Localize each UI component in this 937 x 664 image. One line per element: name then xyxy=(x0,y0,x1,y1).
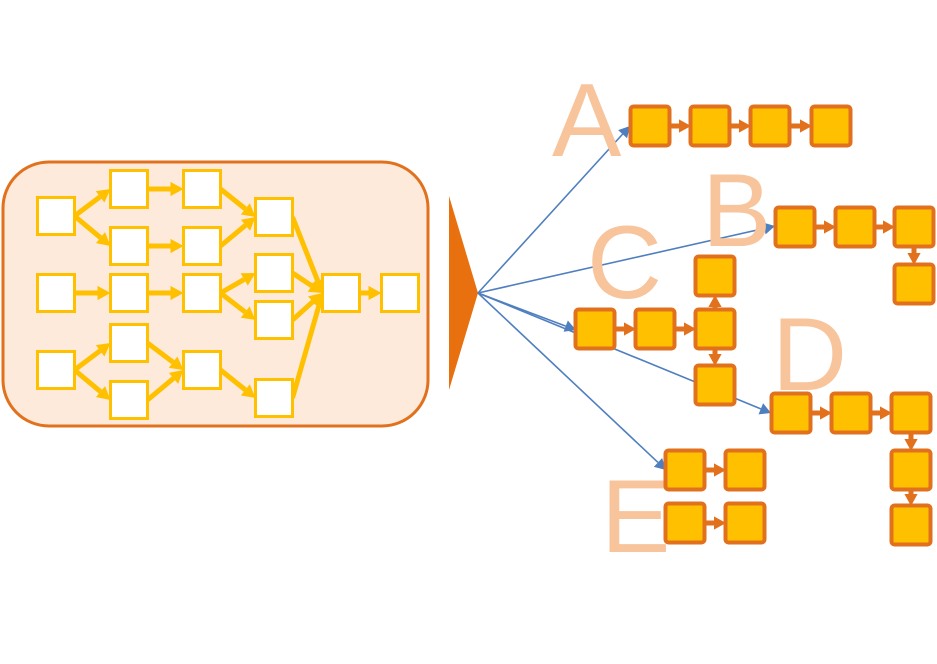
workflow-node xyxy=(109,273,149,313)
workflow-node xyxy=(380,273,420,313)
subgraph-edge xyxy=(704,463,726,477)
workflow-edge xyxy=(147,181,184,197)
subgraph-label-c: C xyxy=(587,205,662,321)
workflow-node xyxy=(254,253,294,293)
workflow-node xyxy=(36,350,76,390)
workflow-edge xyxy=(74,285,111,301)
subgraph-node xyxy=(663,448,707,492)
subgraph-node xyxy=(829,391,873,435)
workflow-edge xyxy=(145,370,184,402)
workflow-node xyxy=(36,273,76,313)
workflow-node xyxy=(182,273,222,313)
workflow-edge xyxy=(145,341,184,370)
subgraph-node xyxy=(809,104,853,148)
workflow-edge xyxy=(218,187,256,217)
workflow-edge xyxy=(147,285,184,301)
subgraph-node xyxy=(723,448,767,492)
subgraph-node xyxy=(693,363,737,407)
subgraph-label-e: E xyxy=(601,459,670,575)
workflow-edge xyxy=(290,293,323,322)
fan-out-arrows xyxy=(477,126,775,470)
workflow-node xyxy=(254,378,294,418)
subgraph-edge xyxy=(789,119,812,133)
subgraph-edge xyxy=(729,119,751,133)
workflow-edge xyxy=(73,189,111,219)
workflow-edge xyxy=(218,291,256,320)
subgraph-edge xyxy=(614,322,636,336)
workflow-graph-nodes xyxy=(36,169,420,420)
subgraph-edge xyxy=(907,246,921,265)
subgraph-node xyxy=(633,307,677,351)
workflow-node xyxy=(321,273,361,313)
subgraph-edge xyxy=(904,432,918,451)
workflow-node xyxy=(182,169,222,209)
subgraph-node xyxy=(628,104,672,148)
subgraph-edge xyxy=(870,406,892,420)
workflow-edge xyxy=(147,238,184,254)
subgraph-label-a: A xyxy=(552,63,622,179)
fan-arrow xyxy=(477,222,775,294)
subgraph-nodes xyxy=(573,104,936,547)
fan-arrow xyxy=(477,292,666,470)
split-triangle xyxy=(449,196,478,390)
workflow-graph-edges xyxy=(72,181,382,402)
workflow-edge xyxy=(72,214,111,246)
subgraph-edge xyxy=(814,220,836,234)
subgraph-edge xyxy=(708,348,722,366)
subgraph-node xyxy=(892,205,936,249)
workflow-node xyxy=(182,350,222,390)
subgraph-node xyxy=(748,104,792,148)
workflow-edge xyxy=(291,270,323,293)
workflow-edge xyxy=(72,368,111,400)
subgraph-node xyxy=(769,391,813,435)
subgraph-node xyxy=(892,262,936,306)
subgraph-node xyxy=(688,104,732,148)
workflow-edge xyxy=(219,273,256,296)
workflow-node xyxy=(109,380,149,420)
workflow-node xyxy=(109,169,149,209)
workflow-node xyxy=(254,300,294,340)
workflow-edge xyxy=(218,217,256,248)
workflow-node xyxy=(109,226,149,266)
subgraph-node xyxy=(833,205,877,249)
workflow-node xyxy=(109,323,149,363)
subgraph-node xyxy=(773,205,817,249)
workflow-edge xyxy=(72,343,111,372)
subgraph-edge xyxy=(674,322,696,336)
workflow-edge xyxy=(218,368,256,398)
subgraph-node xyxy=(573,307,617,351)
subgraph-edge xyxy=(669,119,691,133)
subgraph-node xyxy=(693,254,737,298)
workflow-node xyxy=(182,226,222,266)
subgraph-node xyxy=(693,307,737,351)
subgraph-edge xyxy=(704,516,726,530)
subgraph-node xyxy=(723,501,767,545)
subgraph-node xyxy=(663,501,707,545)
subgraph-edge xyxy=(904,489,918,506)
fan-arrow xyxy=(477,126,630,294)
subgraph-edge xyxy=(874,220,895,234)
workflow-node xyxy=(254,197,294,237)
subgraph-node xyxy=(889,448,933,492)
subgraph-node xyxy=(889,503,933,547)
subgraph-label-b: B xyxy=(702,153,771,269)
workflow-node xyxy=(36,196,76,236)
subgraph-node xyxy=(889,391,933,435)
